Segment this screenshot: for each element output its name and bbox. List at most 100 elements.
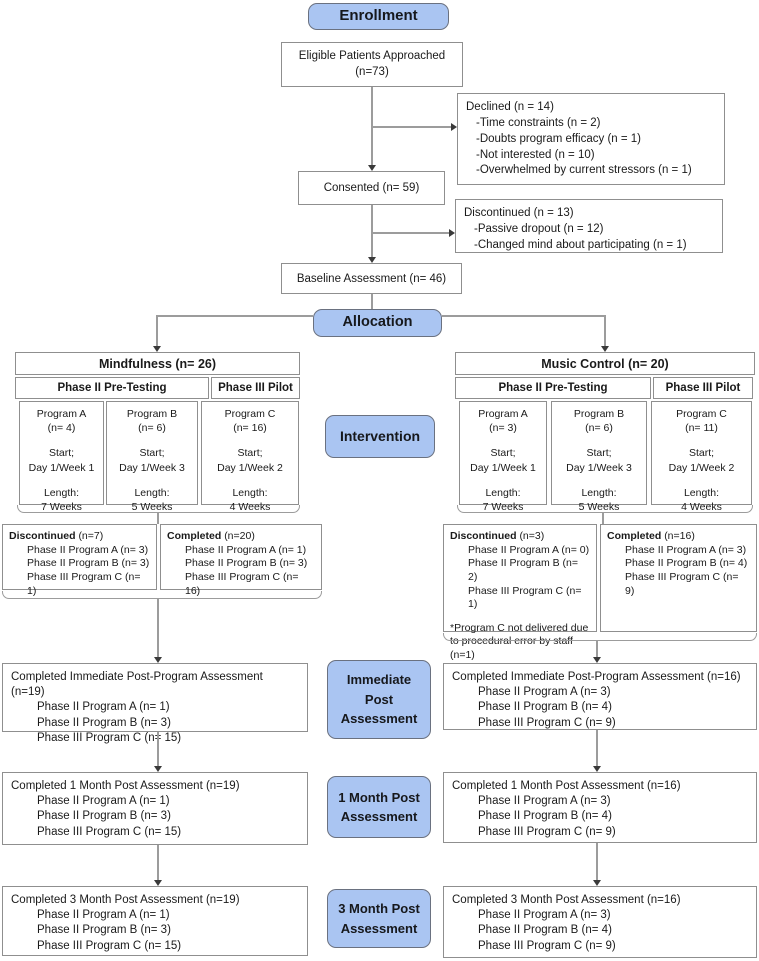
connector-drop-mindfulness [156, 315, 158, 346]
completed-item: Phase III Program C (n= 9) [625, 570, 739, 597]
start-label: Start; [139, 447, 165, 460]
length-value: 7 Weeks [41, 500, 82, 513]
music-program-b-cell: Program B (n= 6) Start; Day 1/Week 3 Len… [551, 401, 647, 513]
post-item: Phase II Program A (n= 1) [37, 701, 170, 714]
arrowhead-music-month3 [593, 880, 601, 886]
discontinued-label: Discontinued [9, 530, 76, 542]
stage-enrollment: Enrollment [308, 3, 449, 30]
discontinued-item: Phase III Program C (n= 1) [468, 584, 582, 611]
program-n: (n= 6) [138, 422, 166, 435]
connector-to-discontinued-pre [372, 232, 449, 234]
completed-label: Completed [607, 530, 662, 542]
discontinued-n: (n=7) [78, 530, 104, 542]
music-program-c-cell: Program C (n= 11) Start; Day 1/Week 2 Le… [651, 401, 752, 513]
post-item: Phase III Program C (n= 15) [37, 731, 182, 744]
connector-to-declined [372, 126, 451, 128]
post-item: Phase III Program C (n= 9) [478, 825, 616, 838]
program-name: Program C [676, 408, 727, 420]
music-discontinued-box: Discontinued (n=3) Phase II Program A (n… [443, 524, 597, 661]
discontinued-pre-item: -Passive dropout (n = 12) [474, 222, 604, 235]
start-value: Day 1/Week 1 [470, 461, 536, 474]
music-immediate-post-box: Completed Immediate Post-Program Assessm… [443, 663, 757, 730]
start-value: Day 1/Week 3 [566, 461, 632, 474]
stage-1-month-post: 1 Month Post Assessment [327, 776, 431, 838]
arrowhead-consented [368, 165, 376, 171]
post-item: Phase II Program B (n= 4) [478, 810, 612, 823]
eligible-line1: Eligible Patients Approached [298, 49, 446, 62]
length-value: 5 Weeks [131, 500, 173, 513]
arrowhead-declined [451, 123, 457, 131]
brace-mindfulness-dc [2, 591, 322, 599]
completed-item: Phase II Program A (n= 1) [185, 543, 307, 556]
brace-music-table [457, 505, 753, 513]
program-name: Program A [478, 408, 528, 420]
post-item: Phase II Program A (n= 3) [478, 909, 611, 922]
length-label: Length: [134, 486, 170, 499]
post-item: Phase II Program B (n= 4) [478, 924, 612, 937]
discontinued-note: *Program C not delivered due to procedur… [450, 621, 589, 662]
baseline-assessment-box: Baseline Assessment (n= 46) [281, 263, 462, 294]
discontinued-item: Phase II Program B (n= 3) [27, 557, 150, 570]
mindfulness-immediate-post-box: Completed Immediate Post-Program Assessm… [2, 663, 308, 744]
discontinued-item: Phase II Program B (n= 2) [468, 557, 579, 583]
start-value: Day 1/Week 3 [119, 461, 185, 474]
discontinued-item: Phase III Program C (n= 1) [27, 570, 141, 597]
start-label: Start; [490, 447, 516, 460]
declined-item: -Doubts program efficacy (n = 1) [476, 132, 642, 145]
post-item: Phase II Program B (n= 3) [37, 924, 171, 937]
connector-allocation-right [442, 315, 605, 317]
connector-music-month1 [596, 730, 598, 766]
mindfulness-completed-box: Completed (n=20) Phase II Program A (n= … [160, 524, 322, 597]
connector-consented-baseline [371, 205, 373, 257]
post-item: Phase III Program C (n= 9) [478, 939, 616, 952]
post-title: Completed 3 Month Post Assessment (n=19) [11, 894, 240, 906]
discontinued-item: Phase II Program A (n= 3) [27, 543, 149, 556]
post-item: Phase II Program A (n= 1) [37, 909, 170, 922]
program-name: Program A [36, 408, 87, 420]
post-item: Phase II Program B (n= 4) [478, 701, 612, 714]
arrowhead-music [601, 346, 609, 352]
mindfulness-phase2-header: Phase II Pre-Testing [15, 377, 209, 399]
discontinued-pre-box: Discontinued (n = 13) -Passive dropout (… [455, 199, 723, 253]
completed-item: Phase II Program B (n= 3) [185, 557, 308, 570]
music-program-a-cell: Program A (n= 3) Start; Day 1/Week 1 Len… [459, 401, 547, 513]
brace-mindfulness-table [17, 505, 300, 513]
start-label: Start; [237, 447, 263, 460]
program-n: (n= 4) [47, 422, 76, 435]
arrowhead-discontinued-pre [449, 229, 455, 237]
music-title: Music Control (n= 20) [455, 352, 755, 375]
discontinued-n: (n=3) [519, 530, 545, 542]
eligible-line2: (n=73) [355, 65, 389, 78]
brace-stub-mindfulness [157, 512, 159, 524]
program-n: (n= 11) [685, 422, 718, 435]
post-title: Completed 1 Month Post Assessment (n=19) [11, 780, 240, 792]
declined-item: -Not interested (n = 10) [476, 148, 595, 161]
completed-item: Phase III Program C (n= 16) [185, 570, 299, 597]
arrowhead-mindfulness-month3 [154, 880, 162, 886]
consented-box: Consented (n= 59) [298, 171, 445, 205]
connector-eligible-consented [371, 87, 373, 165]
eligible-patients-box: Eligible Patients Approached (n=73) [281, 42, 463, 87]
post-item: Phase II Program A (n= 1) [37, 795, 170, 808]
length-label: Length: [683, 486, 720, 499]
connector-music-month3 [596, 843, 598, 880]
length-label: Length: [581, 486, 617, 499]
connector-drop-music [604, 315, 606, 346]
declined-box: Declined (n = 14) -Time constraints (n =… [457, 93, 725, 185]
arrowhead-music-month1 [593, 766, 601, 772]
completed-n: (n=20) [224, 530, 255, 542]
program-name: Program C [224, 408, 276, 420]
program-name: Program B [126, 408, 178, 420]
mindfulness-program-c-cell: Program C (n= 16) Start; Day 1/Week 2 Le… [201, 401, 299, 513]
start-label: Start; [688, 447, 715, 460]
post-item: Phase II Program B (n= 3) [37, 810, 171, 823]
post-title: Completed 1 Month Post Assessment (n=16) [452, 780, 681, 792]
arrowhead-music-immediate [593, 657, 601, 663]
music-3-month-box: Completed 3 Month Post Assessment (n=16)… [443, 886, 757, 958]
start-label: Start; [48, 447, 75, 460]
arrowhead-mindfulness-immediate [154, 657, 162, 663]
connector-mindfulness-month3 [157, 845, 159, 880]
arrowhead-mindfulness-month1 [154, 766, 162, 772]
post-title: Completed Immediate Post-Program Assessm… [452, 671, 741, 683]
